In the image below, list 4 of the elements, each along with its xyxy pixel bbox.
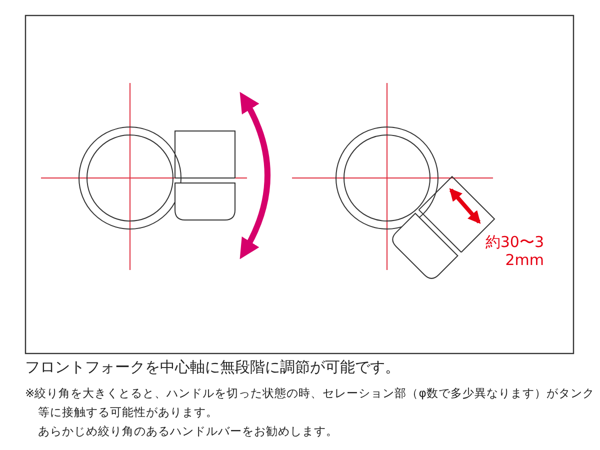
dimension-label: 約30〜32mm <box>484 233 544 269</box>
note-text: ※絞り角を大きくとると、ハンドルを切った状態の時、セレーション部（φ数で多少異なります）がタンク等に接触する可能性があります。 <box>25 385 596 421</box>
note-text: あらかじめ絞り角のあるハンドルバーをお勧めします。 <box>37 423 339 440</box>
caption: フロントフォークを中心軸に無段階に調節が可能です。 <box>25 357 400 377</box>
